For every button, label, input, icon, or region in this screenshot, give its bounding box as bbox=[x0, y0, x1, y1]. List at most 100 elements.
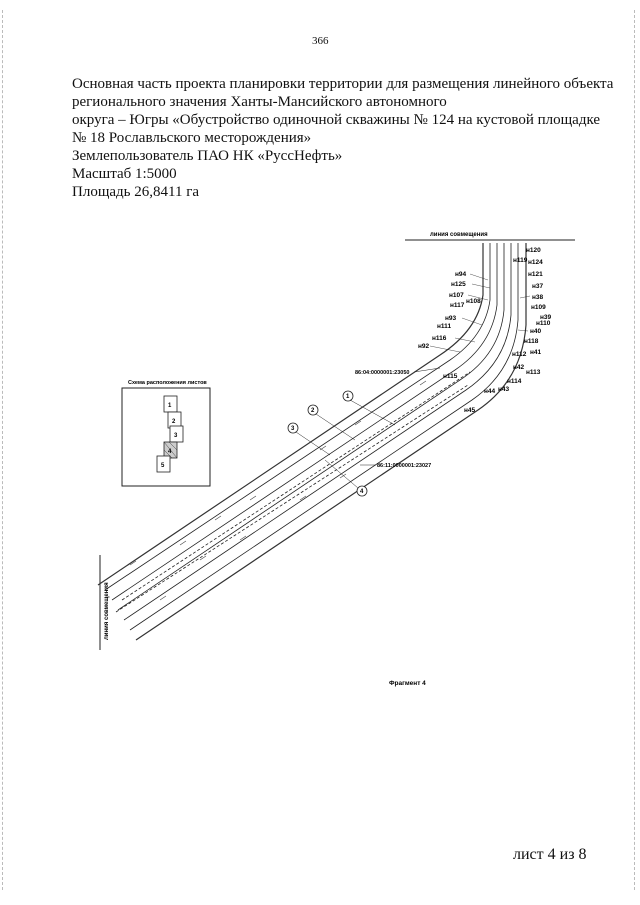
point-label: н40 bbox=[530, 328, 542, 335]
hatch-mark bbox=[339, 473, 347, 479]
inset-hatch bbox=[168, 441, 178, 451]
hatch-mark bbox=[299, 495, 307, 501]
point-label: н124 bbox=[528, 259, 543, 266]
hatch-mark bbox=[284, 465, 292, 471]
point-label: н39 bbox=[540, 314, 552, 321]
inset-sheet-label: 4 bbox=[168, 449, 172, 455]
point-label: н118 bbox=[524, 338, 539, 345]
circle-marker-label: 3 bbox=[291, 426, 295, 432]
point-label: н125 bbox=[451, 281, 466, 288]
point-leader bbox=[429, 345, 461, 353]
point-label: н114 bbox=[507, 378, 522, 385]
cadastral-number-upper: 86:04:0000001:23050 bbox=[355, 370, 409, 376]
point-label: н119 bbox=[513, 257, 528, 264]
corridor-line bbox=[123, 243, 512, 621]
header-line: регионального значения Ханты-Мансийского… bbox=[72, 94, 447, 110]
point-leader bbox=[469, 273, 489, 281]
hatch-mark bbox=[129, 560, 137, 566]
hatch-mark bbox=[389, 395, 397, 401]
cadastral-number-lower: 86:11:0000001:23027 bbox=[377, 463, 431, 469]
land-user-line: Землепользователь ПАО НК «РуссНефть» bbox=[72, 148, 343, 164]
boundary-line bbox=[135, 243, 527, 641]
point-label: н120 bbox=[526, 247, 541, 254]
header-line: округа – Югры «Обустройство одиночной ск… bbox=[72, 112, 601, 128]
point-label: н94 bbox=[455, 271, 467, 278]
hatch-mark bbox=[239, 535, 247, 541]
point-label: н117 bbox=[450, 302, 465, 309]
point-leaders bbox=[429, 273, 531, 353]
inset-sheet-label: 3 bbox=[174, 433, 178, 439]
point-label: н38 bbox=[532, 294, 544, 301]
fragment-label: Фрагмент 4 bbox=[389, 680, 426, 687]
circle-markers: 1 2 3 4 bbox=[287, 390, 396, 497]
point-leader bbox=[454, 337, 476, 343]
corridor-lines bbox=[104, 243, 519, 631]
point-label: н115 bbox=[443, 373, 458, 380]
circle-marker-3 bbox=[287, 422, 299, 434]
point-leader bbox=[517, 329, 529, 332]
hatch-mark bbox=[179, 540, 187, 546]
hatch-mark bbox=[354, 420, 362, 426]
point-leader bbox=[461, 317, 483, 326]
point-label: н111 bbox=[437, 323, 451, 330]
inset-sheet-5 bbox=[156, 455, 171, 473]
circle-marker-label: 4 bbox=[360, 489, 364, 495]
point-labels: н120 н119 н124 н121 н94 н125 н37 н107 н3… bbox=[418, 247, 552, 414]
inset-sheet-label: 2 bbox=[172, 419, 176, 425]
header-line: № 18 Рославльского месторождения» bbox=[72, 130, 312, 146]
header-line: Основная часть проекта планировки террит… bbox=[72, 76, 614, 92]
point-label: н112 bbox=[512, 351, 527, 358]
point-label: н110 bbox=[536, 320, 551, 327]
inset-hatch bbox=[163, 441, 178, 459]
inset-sheet-label: 1 bbox=[168, 403, 172, 409]
scale-line: Масштаб 1:5000 bbox=[72, 166, 177, 182]
hatch-mark bbox=[419, 380, 427, 386]
point-label: н116 bbox=[432, 335, 447, 342]
cadastral-leader bbox=[413, 367, 441, 373]
corridor-line bbox=[104, 243, 491, 591]
area-line: Площадь 26,8411 га bbox=[72, 184, 200, 200]
marker-leader bbox=[315, 413, 356, 441]
point-label: н92 bbox=[418, 343, 430, 350]
corridor-line bbox=[111, 243, 498, 601]
point-label: н93 bbox=[445, 315, 457, 322]
point-leader bbox=[471, 283, 491, 289]
hatch-mark bbox=[159, 595, 167, 601]
inset-title: Схема расположения листов bbox=[128, 380, 207, 386]
point-label: н41 bbox=[530, 349, 542, 356]
point-label: н44 bbox=[484, 388, 496, 395]
inset-sheet-label: 5 bbox=[161, 463, 165, 469]
terrain-hatching bbox=[129, 380, 427, 601]
hatch-mark bbox=[319, 445, 327, 451]
boundary-line bbox=[97, 243, 484, 586]
hatch-mark bbox=[149, 555, 157, 561]
hatch-mark bbox=[214, 515, 222, 521]
document-header: Основная часть проекта планировки террит… bbox=[72, 75, 614, 201]
marker-leader bbox=[324, 459, 359, 489]
page-number: 366 bbox=[312, 35, 329, 47]
left-alignment-label: линия совмещения bbox=[104, 582, 110, 640]
inset-frame bbox=[121, 387, 211, 487]
hatch-mark bbox=[249, 495, 257, 501]
corridor-line bbox=[129, 243, 519, 631]
point-label: н43 bbox=[498, 386, 510, 393]
point-label: н113 bbox=[526, 369, 541, 376]
top-alignment-label: линия совмещения bbox=[430, 232, 488, 238]
point-label: н45 bbox=[464, 407, 476, 414]
point-label: н108 bbox=[466, 298, 481, 305]
circle-marker-4 bbox=[356, 485, 368, 497]
corridor-line bbox=[117, 243, 505, 611]
circle-marker-1 bbox=[342, 390, 354, 402]
page-edge-left bbox=[2, 10, 4, 890]
point-label: н42 bbox=[513, 364, 525, 371]
point-label: н107 bbox=[449, 292, 464, 299]
corridor-boundary bbox=[97, 243, 527, 641]
sheet-number: лист 4 из 8 bbox=[513, 846, 587, 863]
marker-leader bbox=[349, 399, 396, 426]
sheet-layout-inset: Схема расположения листов 1 2 3 4 5 bbox=[121, 380, 211, 487]
inset-hatch bbox=[163, 449, 173, 459]
circle-marker-label: 2 bbox=[311, 408, 315, 414]
circle-marker-2 bbox=[307, 404, 319, 416]
point-label: н109 bbox=[531, 304, 546, 311]
